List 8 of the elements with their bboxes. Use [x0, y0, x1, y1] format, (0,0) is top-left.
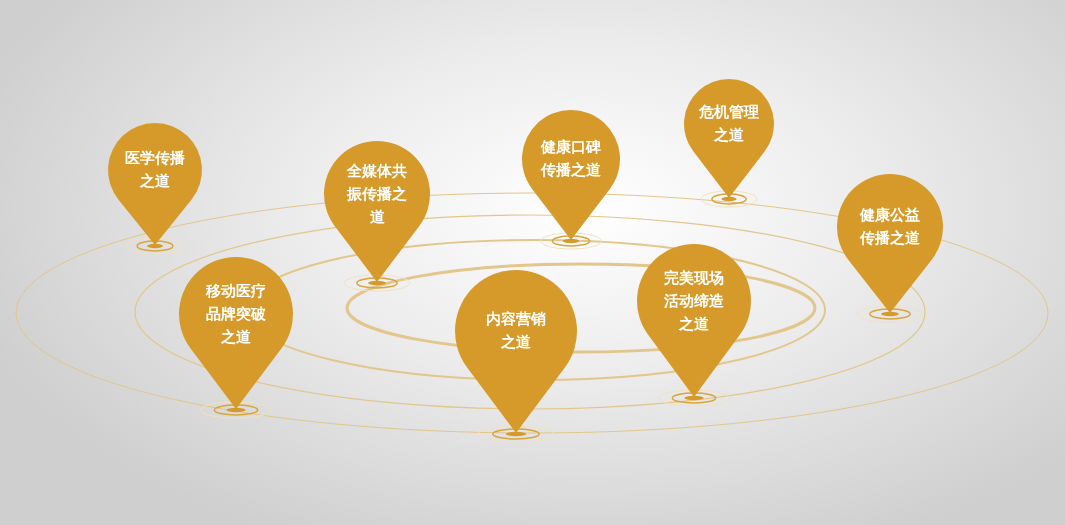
- pin-label: 内容营销之道: [485, 309, 547, 353]
- pin-label: 医学传播之道: [124, 148, 186, 192]
- pin-label: 危机管理之道: [698, 102, 760, 146]
- pin-label: 移动医疗品牌突破之道: [204, 280, 267, 348]
- pin-label: 健康口碑传播之道: [539, 137, 602, 181]
- pin-label: 全媒体共振传播之道: [346, 160, 408, 228]
- pin-label: 健康公益传播之道: [858, 205, 921, 249]
- pin-label: 完美现场活动缔造之道: [663, 267, 725, 335]
